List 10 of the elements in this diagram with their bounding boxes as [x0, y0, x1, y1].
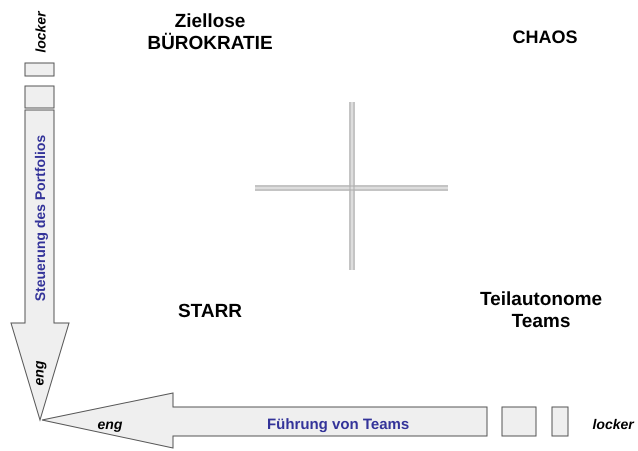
quadrant-label: STARR [178, 301, 242, 323]
quadrant-label: CHAOS [512, 26, 578, 48]
axis-end-label: locker [592, 416, 634, 432]
axis-end-label: eng [98, 416, 122, 432]
axis-title: Führung von Teams [267, 416, 410, 433]
axis-title: Steuerung des Portfolios [32, 134, 48, 302]
quadrant-label: Ziellose BÜROKRATIE [146, 11, 274, 55]
quadrant-label: Teilautonome Teams [478, 289, 604, 333]
axis-end-label: locker [32, 11, 48, 53]
axis-end-label: eng [30, 360, 46, 386]
